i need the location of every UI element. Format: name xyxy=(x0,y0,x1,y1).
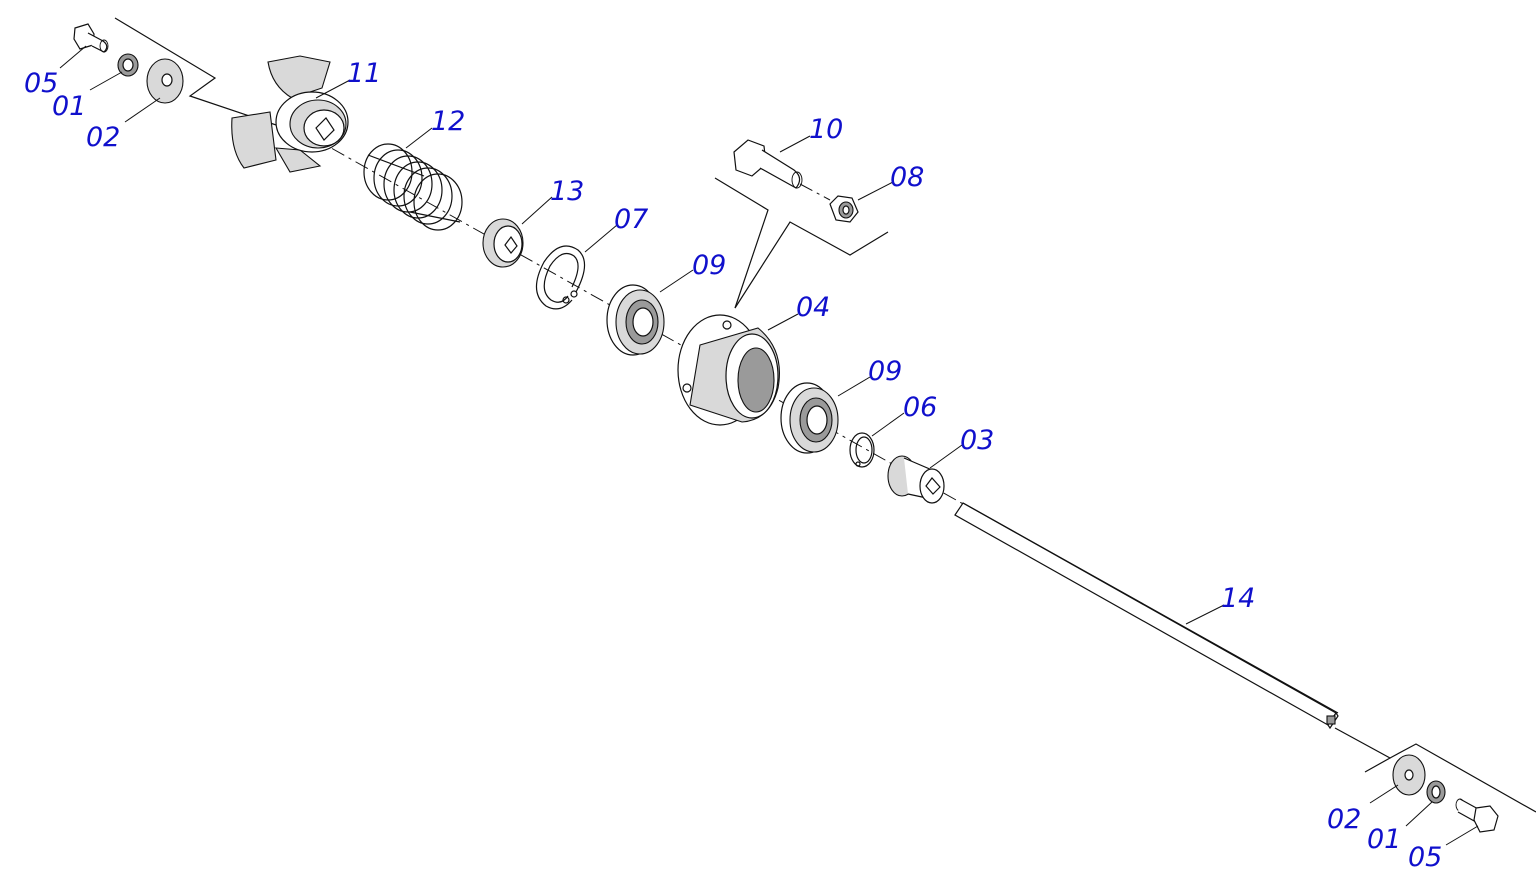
compression-spring xyxy=(363,143,463,231)
hex-nut xyxy=(829,195,859,223)
label-13: 13 xyxy=(550,176,584,207)
flat-washer-bottom xyxy=(1392,754,1426,796)
lock-washer-top xyxy=(117,53,139,77)
label-08: 08 xyxy=(890,162,924,193)
label-10: 10 xyxy=(809,114,843,145)
label-03: 03 xyxy=(960,425,994,456)
square-shaft xyxy=(954,502,1339,730)
label-09-lower: 09 xyxy=(868,356,902,387)
label-05-top: 05 xyxy=(24,68,58,99)
bolt-top xyxy=(73,23,109,53)
label-14: 14 xyxy=(1221,583,1255,614)
label-01-top: 01 xyxy=(52,91,86,122)
ball-bearing-lower xyxy=(780,382,839,454)
label-06: 06 xyxy=(903,392,937,423)
label-11: 11 xyxy=(347,58,381,89)
flange-housing xyxy=(677,314,780,426)
lock-washer-bottom xyxy=(1426,780,1446,804)
label-07: 07 xyxy=(614,204,648,235)
label-12: 12 xyxy=(431,106,465,137)
label-09-upper: 09 xyxy=(692,250,726,281)
ball-bearing-upper xyxy=(606,284,665,356)
label-01-bottom: 01 xyxy=(1367,824,1401,855)
label-02-top: 02 xyxy=(86,122,120,153)
retaining-ring-small xyxy=(849,432,875,468)
hex-bolt xyxy=(733,139,831,201)
leader-lines xyxy=(59,45,1479,846)
label-05-bottom: 05 xyxy=(1408,842,1442,873)
part-labels: 05 01 02 11 12 13 07 10 08 09 04 09 06 0… xyxy=(24,58,1442,873)
retaining-ring-large xyxy=(535,245,586,310)
star-handwheel xyxy=(231,55,349,173)
square-hole-disc xyxy=(482,218,524,268)
break-lines xyxy=(114,17,1536,813)
bolt-bottom xyxy=(1455,798,1499,833)
label-02-bottom: 02 xyxy=(1327,804,1361,835)
bushing xyxy=(887,455,945,504)
flat-washer-top xyxy=(146,58,184,104)
label-04: 04 xyxy=(796,292,830,323)
